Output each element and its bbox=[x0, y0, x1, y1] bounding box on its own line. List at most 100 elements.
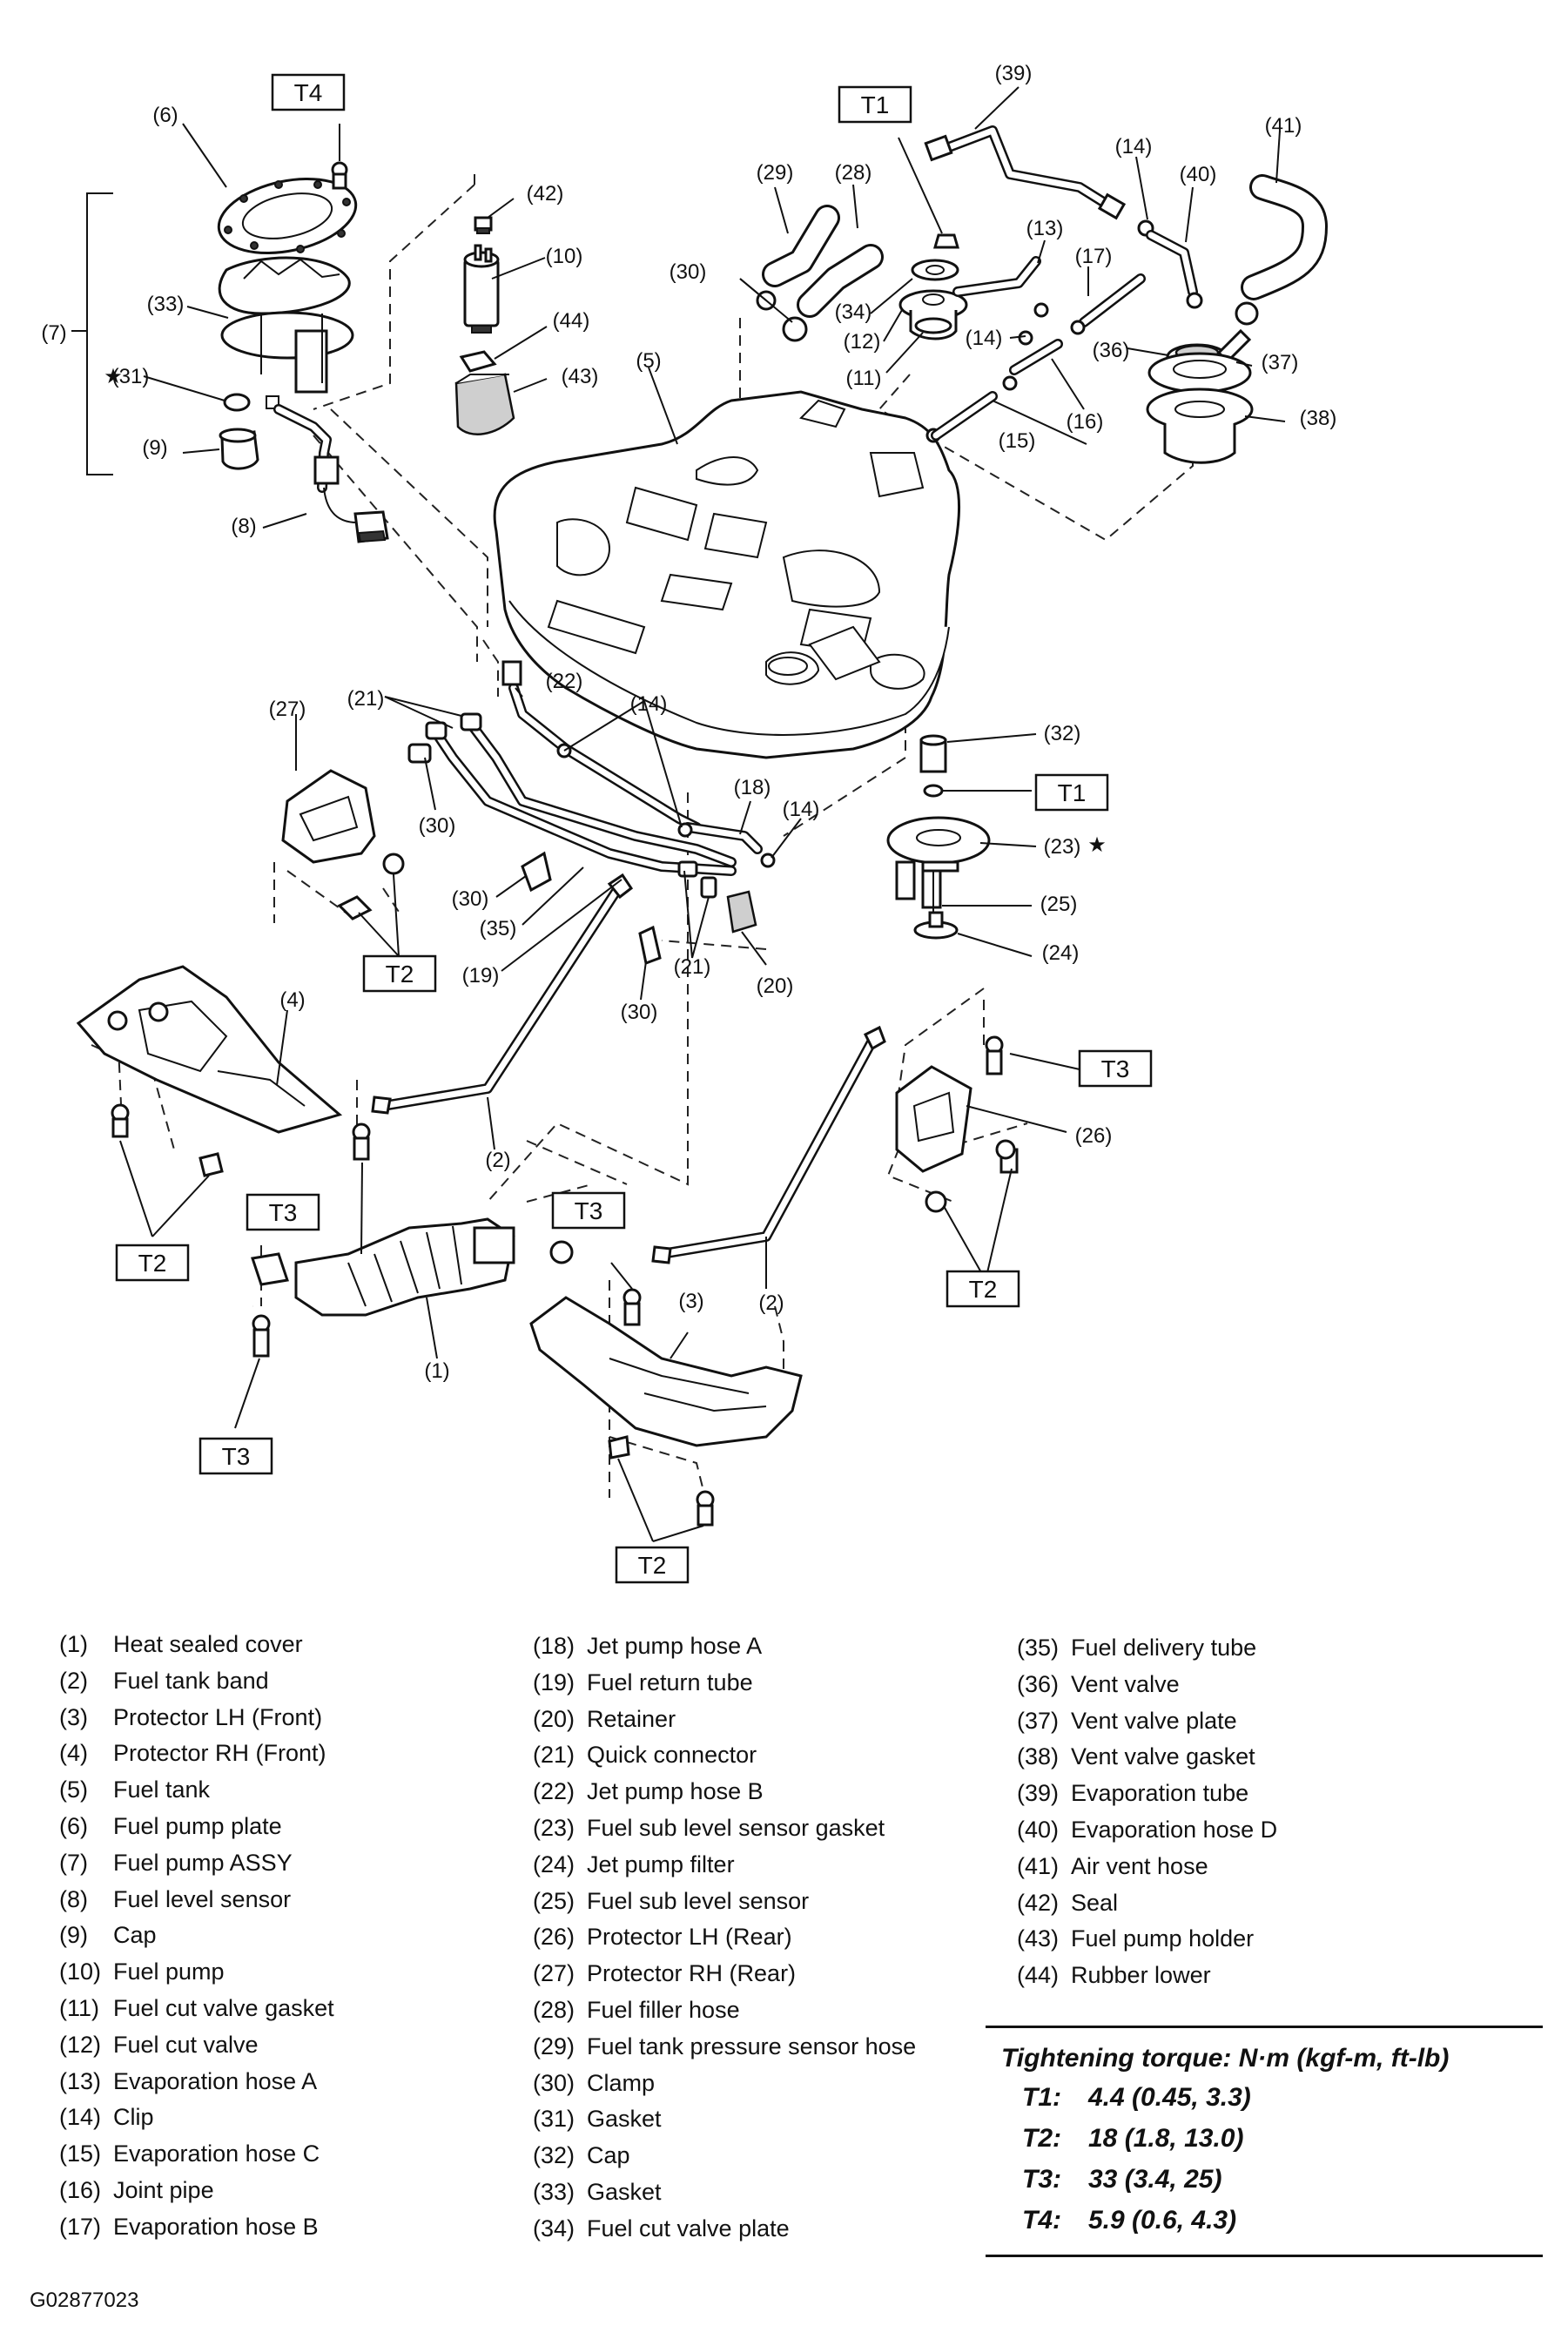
legend-item: (33)Gasket bbox=[533, 2174, 916, 2211]
torque-box-t2-rear-rh: T2 bbox=[362, 954, 437, 993]
callout-36: (36) bbox=[1093, 339, 1130, 362]
callout-11: (11) bbox=[846, 367, 882, 390]
legend-item-name: Retainer bbox=[587, 1705, 676, 1732]
callout-20: (20) bbox=[757, 974, 794, 998]
callout-14-upper: (14) bbox=[966, 327, 1003, 350]
legend-item-number: (37) bbox=[1017, 1707, 1060, 1734]
legend-column-3: (35)Fuel delivery tube(36)Vent valve(37)… bbox=[1017, 1630, 1277, 1994]
legend-item-number: (26) bbox=[533, 1924, 575, 1951]
legend-item-number: (30) bbox=[533, 2069, 575, 2096]
fuel-pump-plate-6 bbox=[217, 177, 358, 255]
callout-24: (24) bbox=[1042, 941, 1080, 965]
legend-item-number: (12) bbox=[59, 2031, 102, 2058]
legend-item-number: (19) bbox=[533, 1668, 575, 1695]
legend-item: (11)Fuel cut valve gasket bbox=[59, 1991, 334, 2027]
legend-item-number: (7) bbox=[59, 1849, 88, 1876]
legend-item-name: Air vent hose bbox=[1071, 1852, 1208, 1879]
legend-item-name: Jet pump hose A bbox=[587, 1633, 763, 1659]
svg-text:T1: T1 bbox=[1058, 779, 1087, 806]
torque-box-t3-bottom: T3 bbox=[199, 1437, 273, 1475]
callout-2-right: (2) bbox=[758, 1291, 784, 1315]
legend-item-name: Seal bbox=[1071, 1889, 1119, 1916]
legend-item-name: Jet pump filter bbox=[587, 1851, 735, 1877]
legend-item-name: Gasket bbox=[587, 2178, 662, 2205]
legend-item-name: Heat sealed cover bbox=[113, 1631, 303, 1657]
legend-item-name: Cap bbox=[113, 1922, 157, 1949]
callout-3: (3) bbox=[678, 1290, 703, 1313]
callout-38: (38) bbox=[1300, 407, 1337, 430]
callout-28: (28) bbox=[835, 161, 872, 185]
svg-text:T3: T3 bbox=[269, 1199, 298, 1226]
legend-item-name: Evaporation hose C bbox=[113, 2140, 320, 2167]
legend-item-name: Protector RH (Rear) bbox=[587, 1960, 797, 1987]
torque-box-t3-center: T3 bbox=[551, 1191, 626, 1230]
protector-lh-rear-26 bbox=[895, 1065, 1019, 1213]
bolt-t3-26 bbox=[985, 1035, 1004, 1075]
legend-item-number: (11) bbox=[59, 1994, 100, 2021]
legend-item: (4)Protector RH (Front) bbox=[59, 1736, 334, 1772]
fuel-tank-5 bbox=[493, 390, 961, 759]
legend-item: (39)Evaporation tube bbox=[1017, 1776, 1277, 1812]
callout-14-mid: (14) bbox=[630, 692, 668, 716]
fuel-level-sensor-8 bbox=[273, 404, 389, 543]
legend-item: (31)Gasket bbox=[533, 2101, 916, 2138]
legend-item-number: (44) bbox=[1017, 1962, 1060, 1989]
callout-42: (42) bbox=[527, 182, 564, 206]
legend-item-name: Quick connector bbox=[587, 1742, 757, 1769]
callout-21-top: (21) bbox=[347, 687, 385, 711]
legend-item-name: Fuel cut valve plate bbox=[587, 2215, 790, 2242]
legend-item-name: Cap bbox=[587, 2142, 630, 2169]
legend-item-number: (34) bbox=[533, 2215, 575, 2242]
svg-text:T3: T3 bbox=[575, 1197, 603, 1224]
tightening-torque-table: Tightening torque: N·m (kgf-m, ft-lb) T1… bbox=[986, 2026, 1543, 2257]
legend-item-number: (36) bbox=[1017, 1670, 1060, 1697]
fuel-tank-band-2-left bbox=[371, 873, 634, 1115]
torque-box-t2-rear-lh: T2 bbox=[946, 1270, 1020, 1308]
callout-1: (1) bbox=[424, 1359, 449, 1383]
cap-9 bbox=[219, 428, 259, 470]
fuel-return-tube-19 bbox=[465, 718, 737, 867]
leader-lines bbox=[119, 86, 1286, 1542]
callout-31: (31) bbox=[112, 365, 150, 388]
legend-item: (30)Clamp bbox=[533, 2066, 916, 2102]
torque-box-t1-top: T1 bbox=[838, 85, 912, 124]
callout-43: (43) bbox=[562, 365, 599, 388]
svg-text:T3: T3 bbox=[1101, 1055, 1130, 1082]
legend-column-2: (18)Jet pump hose A(19)Fuel return tube(… bbox=[533, 1628, 916, 2248]
legend-item-number: (23) bbox=[533, 1814, 575, 1841]
legend-item-number: (42) bbox=[1017, 1889, 1060, 1916]
legend-item: (23)Fuel sub level sensor gasket bbox=[533, 1810, 916, 1847]
fuel-pump-10 bbox=[463, 244, 500, 334]
legend-item-number: (43) bbox=[1017, 1925, 1060, 1952]
fuel-delivery-tube-35 bbox=[430, 726, 737, 876]
callout-44: (44) bbox=[553, 309, 590, 333]
legend-item: (16)Joint pipe bbox=[59, 2173, 334, 2209]
clamp-30-mid bbox=[521, 851, 662, 966]
legend-item-number: (38) bbox=[1017, 1743, 1060, 1770]
legend-item-number: (14) bbox=[59, 2104, 102, 2131]
legend-item: (13)Evaporation hose A bbox=[59, 2064, 334, 2100]
callout-12: (12) bbox=[844, 330, 881, 354]
evaporation-hose-c-15 bbox=[931, 391, 998, 441]
fuel-pump-holder-43 bbox=[454, 373, 515, 435]
legend-item: (25)Fuel sub level sensor bbox=[533, 1884, 916, 1920]
legend-item-number: (35) bbox=[1017, 1635, 1060, 1661]
legend-item-name: Fuel delivery tube bbox=[1071, 1635, 1257, 1661]
evaporation-hose-d-40 bbox=[1146, 230, 1203, 309]
star-31: ★ bbox=[104, 365, 123, 388]
callout-17: (17) bbox=[1075, 245, 1113, 268]
legend-item: (43)Fuel pump holder bbox=[1017, 1921, 1277, 1958]
legend-item: (14)Clip bbox=[59, 2100, 334, 2136]
legend-item: (32)Cap bbox=[533, 2138, 916, 2174]
callout-30-top: (30) bbox=[670, 260, 707, 284]
callout-30-mid: (30) bbox=[452, 887, 489, 911]
fuel-cut-valve-gasket-11 bbox=[914, 317, 952, 334]
legend-item: (8)Fuel level sensor bbox=[59, 1882, 334, 1918]
legend-item: (26)Protector LH (Rear) bbox=[533, 1919, 916, 1956]
callout-25: (25) bbox=[1040, 893, 1078, 916]
legend-item-name: Rubber lower bbox=[1071, 1962, 1211, 1989]
legend-item: (1)Heat sealed cover bbox=[59, 1627, 334, 1663]
legend-item-number: (6) bbox=[59, 1812, 88, 1839]
parts-legend: (1)Heat sealed cover(2)Fuel tank band(3)… bbox=[0, 1627, 1568, 2257]
legend-item: (10)Fuel pump bbox=[59, 1954, 334, 1991]
